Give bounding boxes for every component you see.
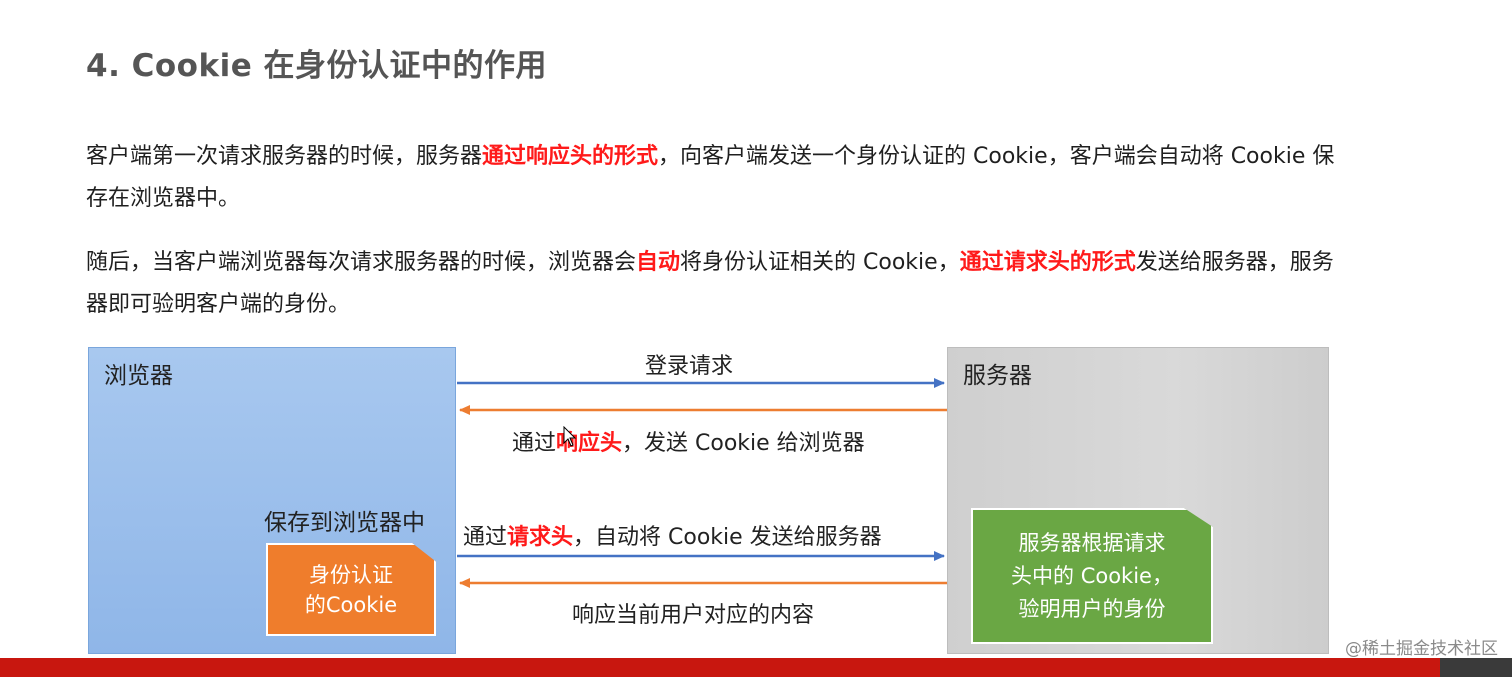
- paragraph-first-request: 客户端第一次请求服务器的时候，服务器通过响应头的形式，向客户端发送一个身份认证的…: [86, 136, 1346, 220]
- paragraph1-text-1: 客户端第一次请求服务器的时候，服务器: [86, 144, 483, 169]
- paragraph2-text-2: 将身份认证相关的 Cookie，: [680, 250, 960, 275]
- paragraph2-highlight-request-header: 通过请求头的形式: [959, 250, 1136, 275]
- response-content-label: 响应当前用户对应的内容: [572, 603, 815, 628]
- request-label-suffix: ，自动将 Cookie 发送给服务器: [573, 525, 882, 550]
- request-header-label: 通过请求头，自动将 Cookie 发送给服务器: [463, 519, 882, 551]
- browser-label: 浏览器: [104, 363, 173, 389]
- slide-title: 4. Cookie 在身份认证中的作用: [86, 48, 548, 84]
- auth-cookie-card: 身份认证 的Cookie: [266, 543, 436, 636]
- paragraph-subsequent-requests: 随后，当客户端浏览器每次请求服务器的时候，浏览器会自动将身份认证相关的 Cook…: [86, 242, 1346, 326]
- mouse-cursor-icon: [563, 426, 577, 447]
- server-verify-card: 服务器根据请求 头中的 Cookie， 验明用户的身份: [971, 508, 1213, 644]
- response-label-suffix: ，发送 Cookie 给浏览器: [622, 431, 865, 456]
- server-label: 服务器: [963, 363, 1032, 389]
- bottom-dark-bar: [1440, 658, 1512, 677]
- request-label-prefix: 通过: [463, 525, 508, 550]
- bottom-red-bar: [0, 658, 1440, 677]
- paragraph1-text-2: ，向客户端发送一个身份认证的 Cookie，客户端会自动将 Cookie 保存在…: [86, 144, 1335, 211]
- paragraph2-text-1: 随后，当客户端浏览器每次请求服务器的时候，浏览器会: [86, 250, 637, 275]
- server-verify-card-text: 服务器根据请求 头中的 Cookie， 验明用户的身份: [1011, 530, 1173, 621]
- request-label-highlight: 请求头: [507, 525, 574, 550]
- login-request-label: 登录请求: [645, 354, 734, 379]
- paragraph1-highlight-response-header: 通过响应头的形式: [482, 144, 659, 169]
- response-label-prefix: 通过: [512, 431, 557, 456]
- save-to-browser-label: 保存到浏览器中: [264, 510, 425, 536]
- paragraph2-highlight-auto: 自动: [636, 250, 681, 275]
- auth-cookie-card-text: 身份认证 的Cookie: [304, 562, 398, 617]
- watermark: @稀土掘金技术社区: [1345, 639, 1498, 659]
- response-header-label: 通过响应头，发送 Cookie 给浏览器: [512, 425, 865, 457]
- paragraph2-text-3: 发送给服务器，服务器即可验明客户端的身份。: [86, 250, 1334, 317]
